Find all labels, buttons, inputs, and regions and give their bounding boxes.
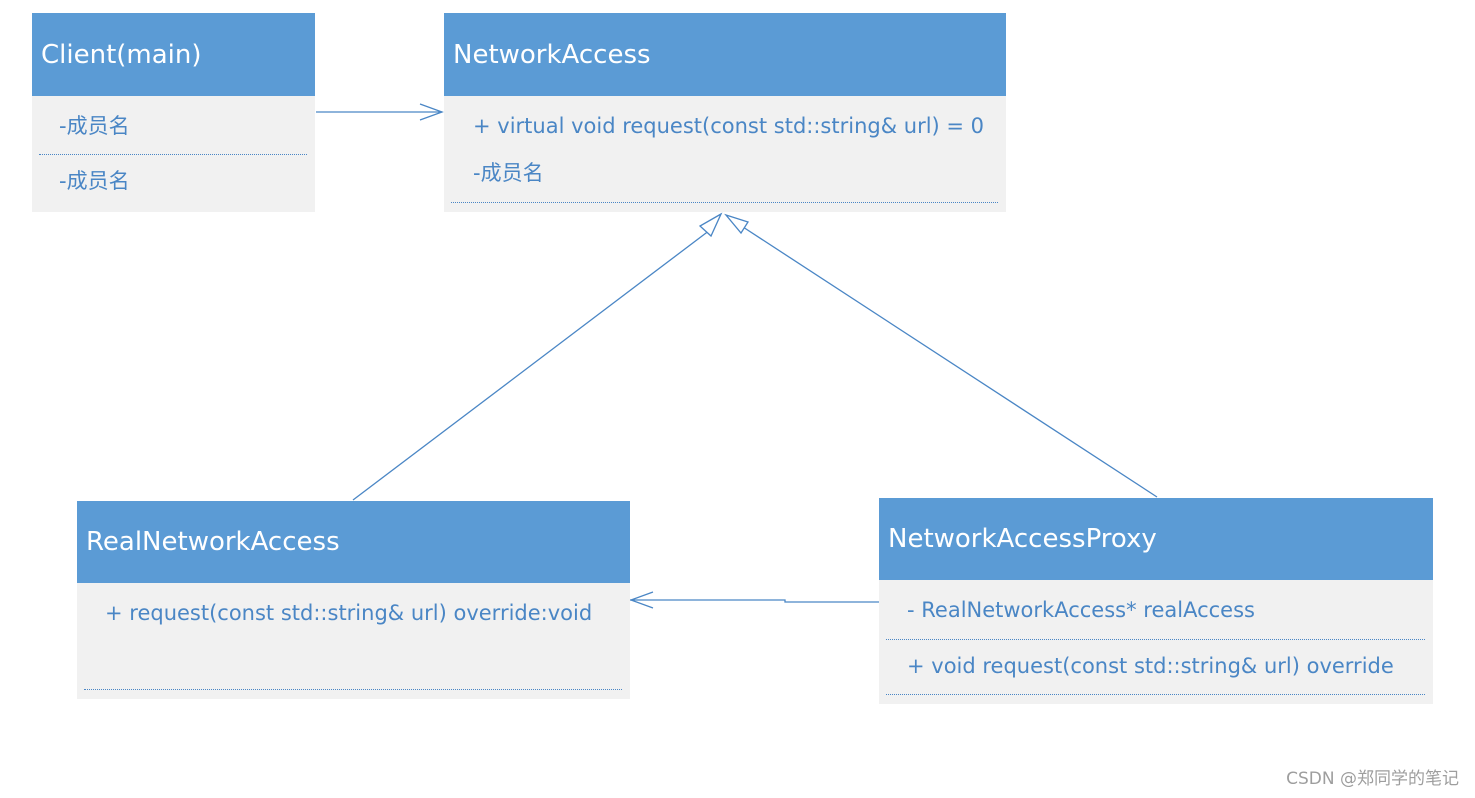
class-networkaccess-name: NetworkAccess	[444, 13, 1006, 96]
member-separator	[84, 689, 622, 690]
association-proxy-to-real	[629, 591, 879, 609]
class-networkaccess-member: -成员名	[473, 161, 544, 185]
generalization-proxy-to-networkaccess	[724, 213, 1158, 498]
class-client-member: -成员名	[59, 114, 130, 138]
class-networkaccessproxy-member: + void request(const std::string& url) o…	[907, 654, 1394, 678]
member-separator	[451, 202, 998, 203]
generalization-real-to-networkaccess	[352, 212, 723, 501]
member-separator	[39, 154, 307, 155]
class-realnetworkaccess-name: RealNetworkAccess	[77, 501, 630, 583]
class-networkaccessproxy-members: - RealNetworkAccess* realAccess + void r…	[879, 580, 1433, 704]
class-networkaccessproxy: NetworkAccessProxy - RealNetworkAccess* …	[879, 498, 1433, 704]
class-networkaccess: NetworkAccess + virtual void request(con…	[444, 13, 1006, 212]
class-client-name: Client(main)	[32, 13, 315, 96]
member-separator	[886, 639, 1425, 640]
class-networkaccessproxy-name: NetworkAccessProxy	[879, 498, 1433, 580]
association-client-to-networkaccess	[316, 103, 444, 121]
csdn-watermark: CSDN @郑同学的笔记	[1286, 769, 1459, 789]
member-separator	[886, 694, 1425, 695]
class-realnetworkaccess-members: + request(const std::string& url) overri…	[77, 583, 630, 699]
class-realnetworkaccess-member: + request(const std::string& url) overri…	[105, 601, 593, 625]
class-client-member: -成员名	[59, 169, 130, 193]
class-realnetworkaccess: RealNetworkAccess + request(const std::s…	[77, 501, 630, 699]
class-networkaccessproxy-member: - RealNetworkAccess* realAccess	[907, 598, 1255, 622]
class-client: Client(main) -成员名 -成员名	[32, 13, 315, 212]
class-networkaccess-members: + virtual void request(const std::string…	[444, 96, 1006, 212]
class-networkaccess-member: + virtual void request(const std::string…	[473, 114, 985, 138]
class-client-members: -成员名 -成员名	[32, 96, 315, 212]
